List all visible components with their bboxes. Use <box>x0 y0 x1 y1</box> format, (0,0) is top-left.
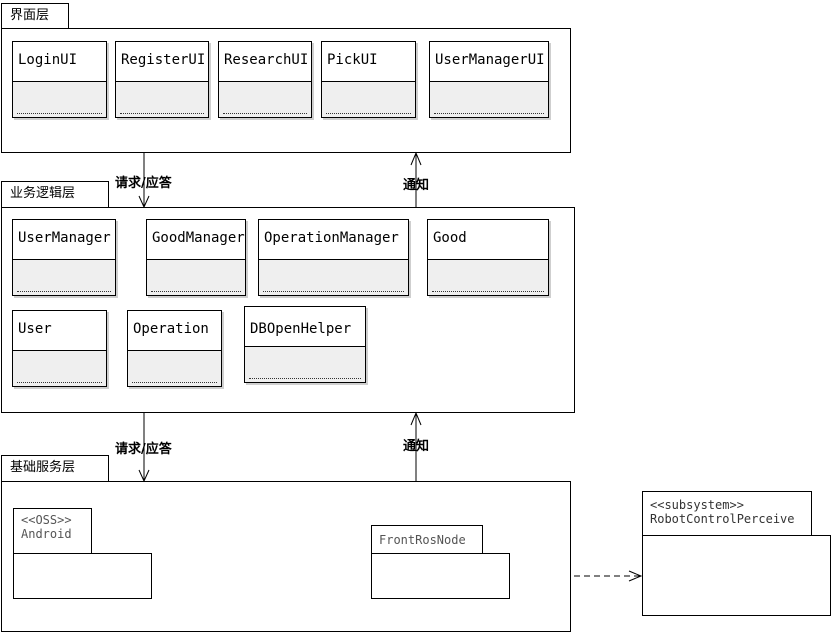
ui-to-logic-request-arrowhead <box>138 195 150 209</box>
ui-to-logic-request-label: 请求/应答 <box>115 176 172 191</box>
base-to-logic-notify-arrowhead <box>410 411 422 426</box>
class-name: LoginUI <box>13 42 106 82</box>
subsystem-tab: <<subsystem>> RobotControlPerceive <box>642 491 812 536</box>
subsystem-name: RobotControlPerceive <box>650 512 795 526</box>
class-name: UserManager <box>13 220 115 260</box>
class-attributes <box>245 347 365 382</box>
ui-layer-tab: 界面层 <box>1 3 69 29</box>
package-frontrosnode[interactable] <box>371 553 510 599</box>
class-attributes <box>128 351 221 386</box>
class-name: ResearchUI <box>219 42 311 82</box>
base-to-logic-notify-label: 通知 <box>403 439 430 454</box>
logic-to-ui-notify-arrowhead <box>410 151 422 166</box>
logic-layer-tab: 业务逻辑层 <box>1 181 109 207</box>
class-usermanager[interactable]: UserManager <box>12 219 116 296</box>
class-operation[interactable]: Operation <box>127 310 222 387</box>
class-good[interactable]: Good <box>427 219 549 296</box>
logic-to-base-request-label: 请求/应答 <box>115 442 172 457</box>
class-loginui[interactable]: LoginUI <box>12 41 107 118</box>
class-operationmanager[interactable]: OperationManager <box>258 219 409 296</box>
class-attributes <box>259 260 408 295</box>
class-name: PickUI <box>322 42 415 82</box>
class-attributes <box>428 260 548 295</box>
class-attributes <box>219 82 311 117</box>
package-frontrosnode-tab: FrontRosNode <box>371 525 483 553</box>
class-name: OperationManager <box>259 220 408 260</box>
class-name: DBOpenHelper <box>245 307 365 347</box>
package-android[interactable] <box>13 553 152 599</box>
class-registerui[interactable]: RegisterUI <box>115 41 209 118</box>
class-usermanagerui[interactable]: UserManagerUI <box>429 41 549 118</box>
base-to-subsystem-dependency-arrowhead <box>628 570 643 582</box>
class-researchui[interactable]: ResearchUI <box>218 41 312 118</box>
base-layer-tab: 基础服务层 <box>1 455 109 481</box>
class-name: User <box>13 311 106 351</box>
class-name: UserManagerUI <box>430 42 548 82</box>
class-name: GoodManager <box>147 220 245 260</box>
class-name: Good <box>428 220 548 260</box>
package-android-stereotype: <<OSS>> <box>21 513 72 527</box>
class-attributes <box>147 260 245 295</box>
base-layer-title: 基础服务层 <box>10 460 76 475</box>
class-user[interactable]: User <box>12 310 107 387</box>
class-attributes <box>13 351 106 386</box>
class-attributes <box>116 82 208 117</box>
subsystem-stereotype: <<subsystem>> <box>650 498 744 512</box>
subsystem-robotcontrolperceive[interactable] <box>642 535 831 616</box>
class-attributes <box>430 82 548 117</box>
class-pickui[interactable]: PickUI <box>321 41 416 118</box>
logic-to-base-request-arrowhead <box>138 469 150 483</box>
package-android-name: Android <box>21 527 72 541</box>
class-name: RegisterUI <box>116 42 208 82</box>
class-goodmanager[interactable]: GoodManager <box>146 219 246 296</box>
class-name: Operation <box>128 311 221 351</box>
logic-layer-title: 业务逻辑层 <box>10 186 76 201</box>
class-dbopenhelper[interactable]: DBOpenHelper <box>244 306 366 383</box>
class-attributes <box>13 82 106 117</box>
package-frontrosnode-name: FrontRosNode <box>379 533 466 547</box>
logic-to-ui-notify-label: 通知 <box>403 178 430 193</box>
class-attributes <box>322 82 415 117</box>
package-android-tab: <<OSS>> Android <box>13 508 92 553</box>
class-attributes <box>13 260 115 295</box>
ui-layer-title: 界面层 <box>10 8 50 23</box>
